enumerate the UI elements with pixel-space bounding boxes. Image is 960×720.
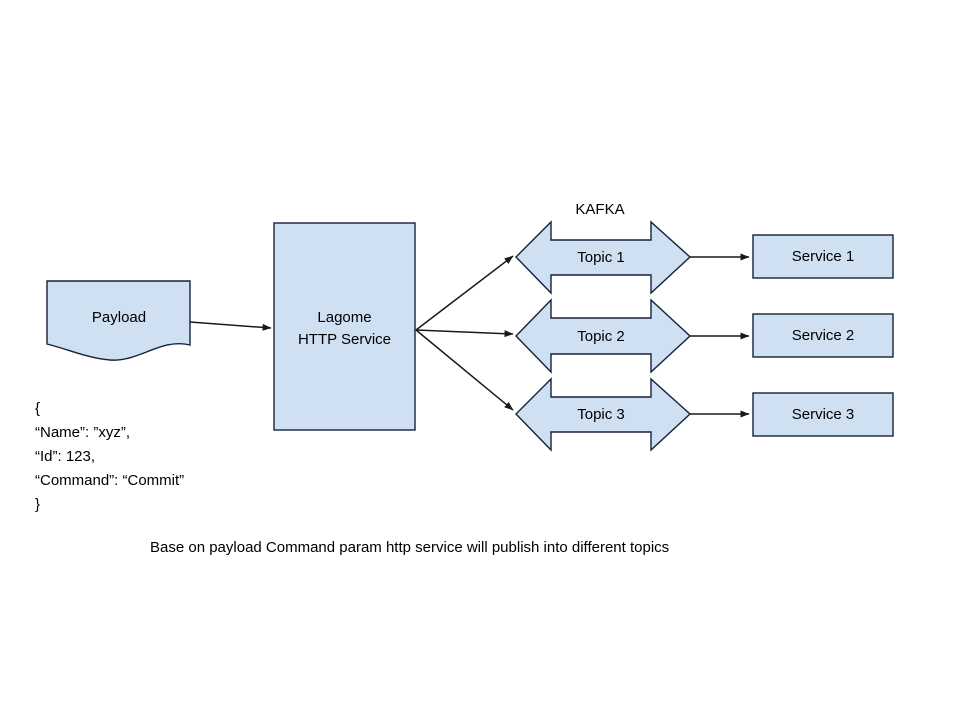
connector-service-to-topic-3 [415, 329, 514, 411]
payload-json-line-4: “Command”: “Commit” [35, 472, 184, 489]
kafka-topic-1: Topic 1 [515, 220, 692, 295]
lagome-http-service-box [273, 222, 416, 431]
consumer-service-3-label: Service 3 [792, 406, 855, 423]
consumer-service-3-box [752, 392, 894, 437]
consumer-service-2: Service 2 [752, 313, 894, 358]
payload-json-sample: { “Name”: ”xyz”, “Id”: 123, “Command”: “… [35, 400, 184, 513]
consumer-service-3: Service 3 [752, 392, 894, 437]
kafka-topic-1-label: Topic 1 [577, 249, 625, 266]
payload-document: Payload [46, 280, 191, 361]
kafka-label: KAFKA [575, 201, 624, 218]
consumer-service-2-box [752, 313, 894, 358]
consumer-service-1-label: Service 1 [792, 248, 855, 265]
lagome-service-label-line1: Lagome [317, 309, 371, 326]
kafka-topic-2: Topic 2 [515, 298, 692, 374]
lagome-http-service: Lagome HTTP Service [273, 222, 416, 431]
payload-json-line-1: { [35, 400, 40, 417]
diagram-caption: Base on payload Command param http servi… [150, 539, 669, 556]
consumer-service-1-box [752, 234, 894, 279]
payload-json-line-2: “Name”: ”xyz”, [35, 424, 130, 441]
payload-label: Payload [92, 309, 146, 326]
consumer-service-2-label: Service 2 [792, 327, 855, 344]
kafka-topic-3: Topic 3 [515, 377, 692, 452]
connector-payload-to-service [189, 321, 272, 331]
kafka-topic-2-label: Topic 2 [577, 328, 625, 345]
connector-service-to-topic-2 [415, 329, 514, 338]
payload-json-line-5: } [35, 496, 40, 513]
lagome-service-label-line2: HTTP Service [298, 331, 391, 348]
payload-document-shape [46, 280, 191, 361]
kafka-topic-3-label: Topic 3 [577, 406, 625, 423]
consumer-service-1: Service 1 [752, 234, 894, 279]
connector-service-to-topic-1 [415, 255, 514, 331]
payload-json-line-3: “Id”: 123, [35, 448, 95, 465]
